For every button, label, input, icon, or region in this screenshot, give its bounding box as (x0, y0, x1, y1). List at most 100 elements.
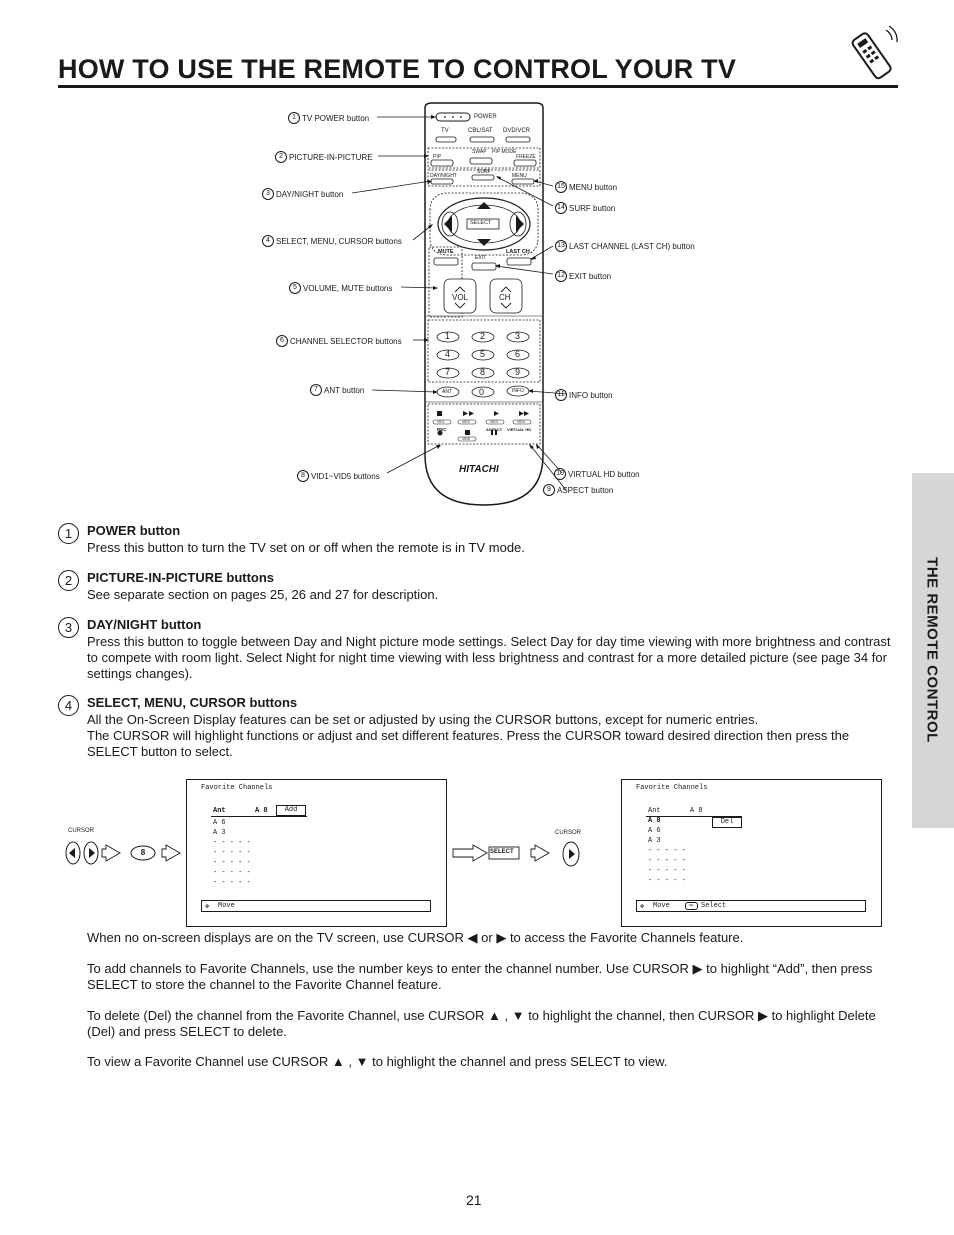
remote-label-freeze: FREEZE (516, 154, 536, 160)
number-key-label: 1 (445, 331, 451, 341)
remote-select-button: SELECT (470, 220, 492, 226)
number-key-5 (471, 349, 495, 361)
section-number: 1 (58, 523, 79, 544)
cursor-label-left: CURSOR (68, 828, 95, 834)
remote-label-mute: MUTE (438, 249, 454, 255)
section-body: Press this button to turn the TV set on … (87, 540, 525, 555)
section-heading: DAY/NIGHT button (87, 617, 202, 632)
section-body: Press this button to toggle between Day … (87, 634, 891, 681)
left-osd-controls (65, 841, 181, 865)
number-key-8 (471, 367, 495, 379)
remote-key-0: 0 (479, 387, 485, 397)
number-key-4 (436, 349, 460, 361)
remote-label-info: INFO (512, 388, 524, 394)
number-key-9 (506, 367, 530, 379)
number-key-label: 8 (480, 367, 486, 377)
remote-label-power: POWER (474, 114, 497, 120)
remote-label-tv: TV (441, 128, 449, 134)
osd-add-button[interactable]: Add (276, 805, 306, 816)
section-heading: SELECT, MENU, CURSOR buttons (87, 695, 298, 710)
section-select-menu-cursor: 4 SELECT, MENU, CURSOR buttons All the O… (58, 695, 898, 765)
number-key-button: 8 (140, 848, 146, 857)
remote-label-ch: CH (499, 293, 511, 302)
remote-label-surf: SURF (477, 169, 491, 175)
number-key-label: 7 (445, 367, 451, 377)
section-number: 2 (58, 570, 79, 591)
remote-icon (851, 25, 898, 80)
paragraph-view: To view a Favorite Channel use CURSOR ▲ … (87, 1054, 668, 1069)
remote-label-menu: MENU (512, 173, 527, 179)
paragraph-add: To add channels to Favorite Channels, us… (87, 961, 873, 992)
move-arrows-icon: ✥ (205, 903, 210, 911)
section-power: 1 POWER button Press this button to turn… (58, 523, 898, 559)
paragraph-delete: To delete (Del) the channel from the Fav… (87, 1008, 876, 1039)
section-pip: 2 PICTURE-IN-PICTURE buttons See separat… (58, 570, 898, 606)
osd-del-button[interactable]: Del (712, 817, 742, 828)
osd-ant-label: Ant (648, 807, 661, 815)
section-number: 4 (58, 695, 79, 716)
side-tab (912, 473, 954, 828)
cursor-label-right: CURSOR (555, 830, 582, 836)
remote-label-pipmode: PIP MODE (492, 149, 517, 155)
remote-label-ant: ANT (442, 389, 452, 395)
section-body: See separate section on pages 25, 26 and… (87, 587, 439, 602)
remote-label-vid2: VID2 (462, 420, 470, 424)
osd-divider (211, 816, 307, 817)
number-key-7 (436, 367, 460, 379)
number-key-3 (506, 331, 530, 343)
osd-ant-label: Ant (213, 807, 226, 815)
section-number: 3 (58, 617, 79, 638)
select-button-icon: SELECT (490, 849, 514, 855)
number-key-label: 5 (480, 349, 486, 359)
remote-label-daynight: DAY/NIGHT (430, 173, 457, 179)
remote-label-vid5: VID5 (462, 437, 470, 441)
osd-channel-entry: A 8 (690, 807, 703, 815)
osd-divider (646, 816, 742, 817)
remote-label-virtualhd: VIRTUAL HD (507, 427, 532, 432)
remote-brand-logo: HITACHI (459, 464, 499, 475)
osd-status-bar: ✥ Move (201, 900, 431, 912)
remote-label-lastch: LAST CH (506, 249, 530, 255)
number-key-1 (436, 331, 460, 343)
osd-channel-entry: A 8 (255, 807, 268, 815)
remote-label-aspect: ASPECT (486, 427, 503, 432)
side-tab-label: THE REMOTE CONTROL (923, 557, 941, 743)
number-key-2 (471, 331, 495, 343)
section-body: All the On-Screen Display features can b… (87, 712, 850, 759)
osd-move-label: Move (653, 902, 670, 910)
paragraph-access: When no on-screen displays are on the TV… (87, 930, 744, 945)
remote-illustration (351, 102, 568, 506)
section-heading: POWER button (87, 523, 181, 538)
page-title: HOW TO USE THE REMOTE TO CONTROL YOUR TV (58, 54, 737, 84)
select-key-icon: SEL (685, 902, 698, 910)
osd-title: Favorite Channels (636, 784, 708, 792)
remote-label-dvdvcr: DVD/VCR (503, 128, 531, 134)
number-key-label: 4 (445, 349, 451, 359)
remote-label-vid3: VID3 (490, 420, 498, 424)
remote-label-pip: PIP (433, 154, 442, 160)
remote-label-exit: EXIT (475, 255, 487, 261)
number-key-label: 6 (515, 349, 521, 359)
number-key-label: 9 (515, 367, 521, 377)
osd-status-bar: ✥ Move SEL Select (636, 900, 866, 912)
remote-label-vid1: VID1 (437, 420, 445, 424)
remote-label-vid4: VID4 (517, 420, 525, 424)
title-rule (58, 85, 898, 88)
